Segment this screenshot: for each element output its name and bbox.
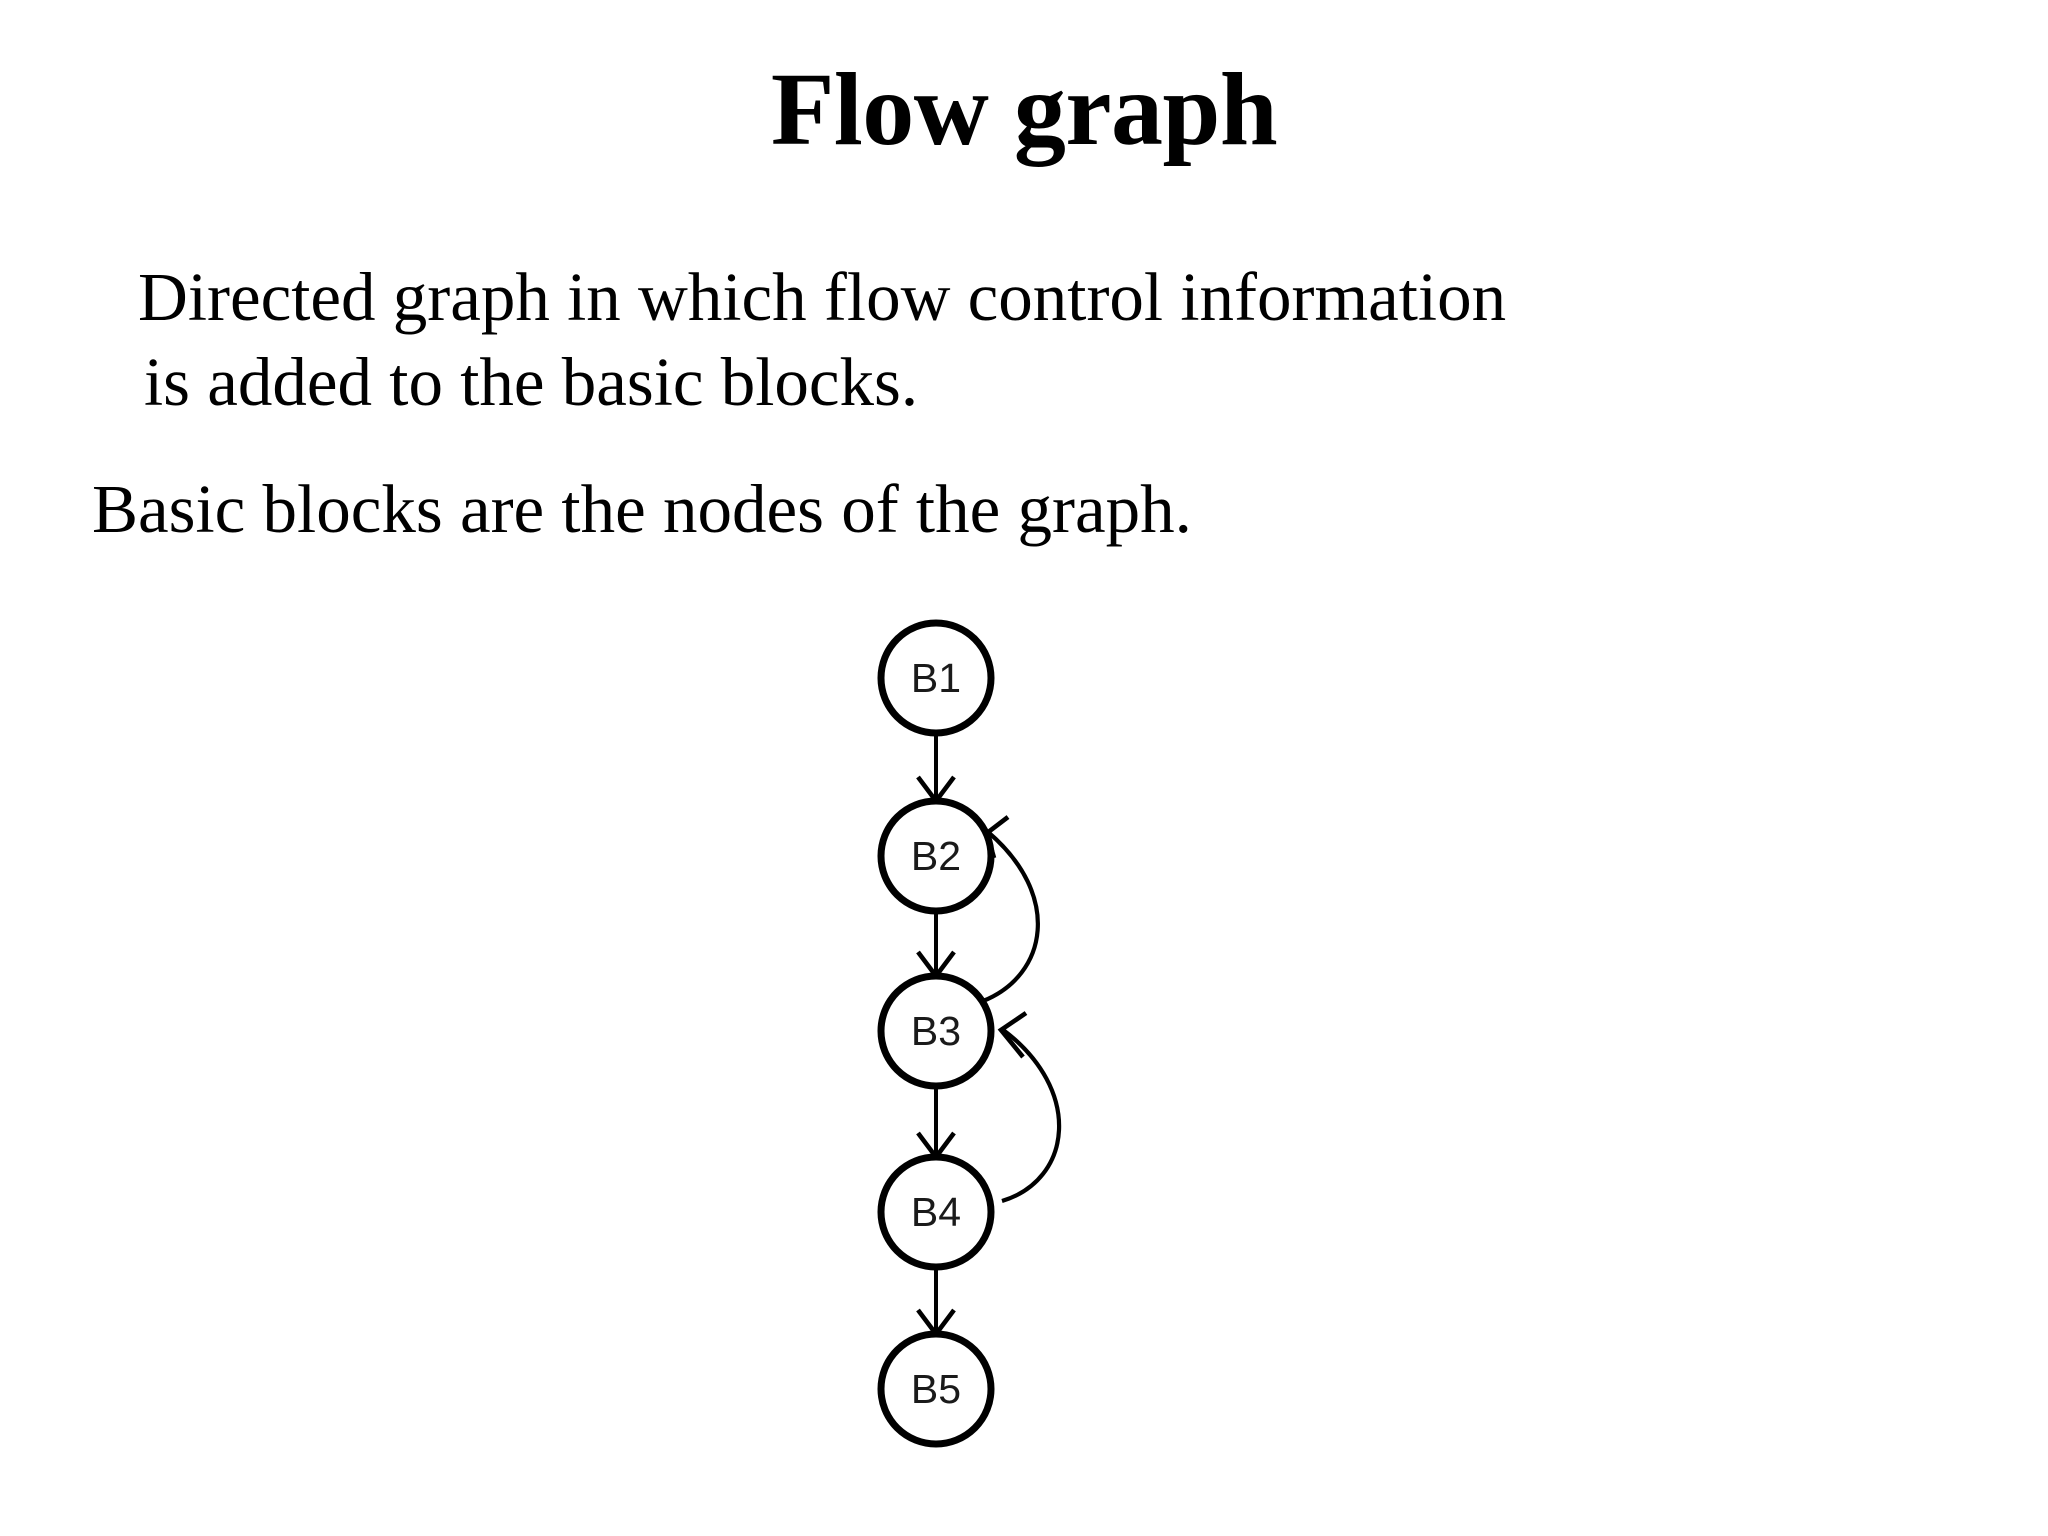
edge-b2-b3 bbox=[916, 911, 956, 980]
paragraph-definition: Directed graph in which flow control inf… bbox=[86, 255, 2034, 425]
edge-b3-b2-back bbox=[982, 815, 1040, 1003]
node-circle-b2[interactable] bbox=[877, 797, 995, 915]
node-label-b5: B5 bbox=[911, 1366, 961, 1412]
node-label-b1: B1 bbox=[911, 655, 961, 701]
graph-node-b4[interactable]: B4 bbox=[877, 1153, 995, 1271]
paragraph-nodes-note-line-1: Basic blocks are the nodes of the graph. bbox=[92, 470, 1192, 547]
node-label-b3: B3 bbox=[911, 1008, 961, 1054]
node-circle-b1[interactable] bbox=[877, 619, 995, 737]
graph-node-b3[interactable]: B3 bbox=[877, 972, 995, 1090]
paragraph-definition-line-2: is added to the basic blocks. bbox=[144, 343, 919, 420]
graph-node-b5[interactable]: B5 bbox=[877, 1330, 995, 1448]
node-label-b2: B2 bbox=[911, 833, 961, 879]
node-circle-b5[interactable] bbox=[877, 1330, 995, 1448]
edge-b4-b5 bbox=[916, 1267, 956, 1338]
paragraph-definition-line-1: Directed graph in which flow control inf… bbox=[138, 259, 1507, 335]
graph-node-b1[interactable]: B1 bbox=[877, 619, 995, 737]
node-circle-b3[interactable] bbox=[877, 972, 995, 1090]
edge-b3-b4 bbox=[916, 1086, 956, 1161]
slide-body: Directed graph in which flow control inf… bbox=[86, 255, 1986, 552]
edge-b4-b3-back bbox=[997, 1011, 1062, 1204]
node-label-b4: B4 bbox=[911, 1189, 961, 1235]
paragraph-nodes-note: Basic blocks are the nodes of the graph. bbox=[86, 467, 1986, 552]
graph-node-b2[interactable]: B2 bbox=[877, 797, 995, 915]
blue-ink-mark bbox=[968, 1028, 983, 1047]
page-title: Flow graph bbox=[770, 52, 1278, 167]
edge-b1-b2 bbox=[916, 733, 956, 805]
node-circle-b4[interactable] bbox=[877, 1153, 995, 1271]
